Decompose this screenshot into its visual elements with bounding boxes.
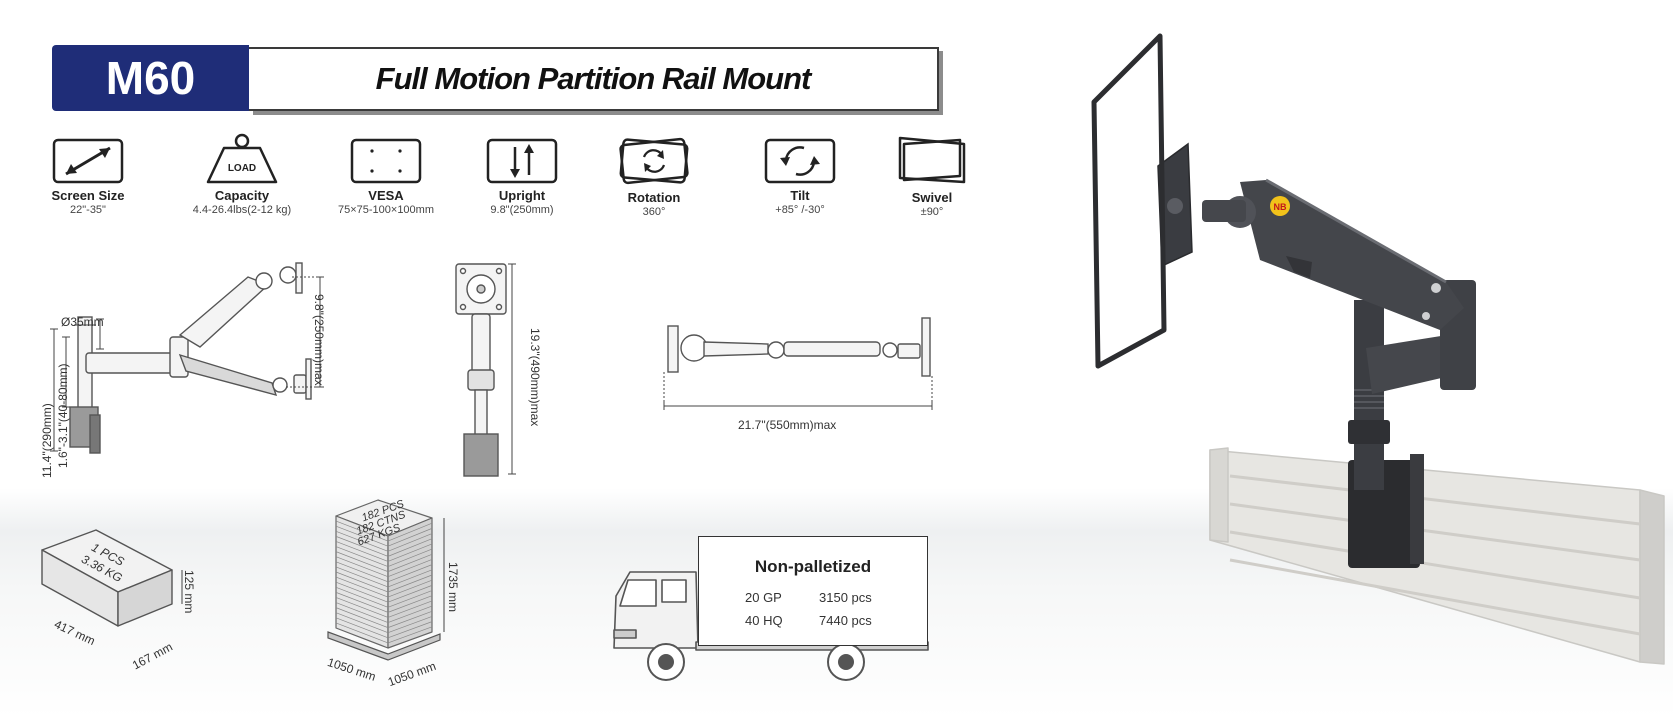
spec-label: Swivel [911,190,953,205]
spec-screen-size: Screen Size 22"-35" [18,138,158,216]
spec-label: Tilt [790,188,810,203]
pallet-layer-line [387,543,433,562]
vesa-plate-icon [350,138,422,184]
spec-tilt: Tilt +85° /-30° [730,138,870,216]
container-qty: 7440 pcs [819,613,872,628]
extension-label: 21.7"(550mm)max [738,418,837,432]
pallet-layer-line [335,566,389,588]
spec-upright: Upright 9.8"(250mm) [452,138,592,216]
pallet-layer-line [387,590,433,608]
shipping-row: 40 HQ 7440 pcs [745,613,893,628]
load-text: LOAD [228,163,256,174]
pallet-layer-line [387,533,433,552]
spec-label: VESA [368,188,404,203]
pallet-layer-line [387,569,433,588]
spec-rotation: Rotation 360° [584,137,724,218]
spec-label: Capacity [214,188,270,203]
pallet-layer-line [387,585,433,603]
pallet-width-label: 1050 mm [386,658,438,690]
pallet-layer-line [387,574,433,593]
spec-label: Upright [498,188,546,203]
rotation-icon [619,137,689,185]
container-type: 40 HQ [745,613,783,628]
pallet-layer-line [387,621,433,639]
container-qty: 3150 pcs [819,590,872,605]
pallet-layer-line [387,595,433,613]
pallet-layer-line [335,556,389,578]
spec-capacity: LOAD Capacity 4.4-26.4lbs(2-12 kg) [172,133,312,216]
page-title: Full Motion Partition Rail Mount [375,61,812,96]
front-view-drawing [455,263,516,477]
upright-arrows-icon [486,138,558,184]
spec-vesa: VESA 75×75-100×100mm [316,138,456,216]
pallet-layer-line [335,622,389,644]
title-banner: Full Motion Partition Rail Mount [249,47,939,111]
pallet-height-label: 1735 mm [446,562,460,613]
pallet-layer-line [335,530,389,552]
brand-logo-text: NB [1274,202,1287,212]
spec-swivel: Swivel ±90° [862,136,1002,218]
pallet-layer-line [335,597,389,618]
box-width-label: 167 mm [130,639,175,673]
spec-value: 360° [642,206,666,218]
capacity-weight-icon: LOAD [206,133,278,184]
pallet-layer-line [335,586,389,608]
pallet-drawing: 182 PCS 182 CTNS 627 KGS [327,498,445,661]
side-view-drawing [50,262,324,454]
pallet-layer-line [335,536,389,557]
container-type: 20 GP [745,590,782,605]
pallet-layer-line [335,581,389,603]
pallet-layer-line [387,600,433,618]
total-height-label: 11.4"(290mm) [40,403,54,478]
pallet-layer-line [335,612,389,634]
pallet-layer-line [387,522,433,542]
pallet-layer-line [387,579,433,598]
swivel-icon [898,136,966,184]
pallet-layer-line [387,626,433,644]
pole-diameter-label: Ø35mm [61,315,104,329]
pallet-layer-line [387,616,433,634]
spec-label: Rotation [627,190,681,205]
carton-box-drawing: 1 PCS 3.36 KG [41,529,183,627]
pallet-layer-line [387,605,433,623]
pallet-layer-line [335,561,389,583]
pallet-layer-line [335,551,389,572]
pallet-layer-line [335,592,389,613]
model-badge: M60 [52,45,249,111]
spec-value: +85° /-30° [775,204,825,216]
top-view-drawing [663,317,933,410]
clamp-range-label: 1.6"-3.1"(40-80mm) [56,363,70,468]
pallet-layer-line [335,617,389,639]
pallet-layer-line [387,559,433,578]
shipping-info-box: Non-palletized 20 GP 3150 pcs 40 HQ 7440 p… [698,536,928,646]
pallet-layer-line [335,541,389,562]
arm-height-label: 9.8"(250mm)max [312,294,326,386]
spec-value: 75×75-100×100mm [337,204,434,216]
box-height-label: 125 mm [182,570,196,614]
pallet-layer-line [387,553,433,572]
spec-label: Screen Size [51,188,125,203]
pallet-layer-line [335,602,389,623]
pallet-layer-line [335,546,389,567]
pallet-layer-line [335,576,389,598]
spec-value: 9.8"(250mm) [490,204,554,216]
shipping-title: Non-palletized [754,557,872,576]
tilt-icon [764,138,836,184]
spec-value: 22"-35" [70,204,106,216]
pallet-layer-line [387,564,433,583]
pallet-layer-line [387,538,433,557]
pallet-layer-line [335,607,389,628]
shipping-row: 20 GP 3150 pcs [745,590,893,605]
screen-size-icon [52,138,124,184]
spec-value: 4.4-26.4lbs(2-12 kg) [192,204,292,216]
pallet-layer-line [335,525,389,547]
pallet-layer-line [387,548,433,567]
pallet-layer-line [387,610,433,628]
product-image: NB [1091,33,1665,665]
pallet-layer-line [387,528,433,547]
pallet-layer-line [335,571,389,593]
front-height-label: 19.3"(490mm)max [528,328,542,427]
pallet-layer-line [335,520,389,542]
spec-value: ±90° [920,206,944,218]
